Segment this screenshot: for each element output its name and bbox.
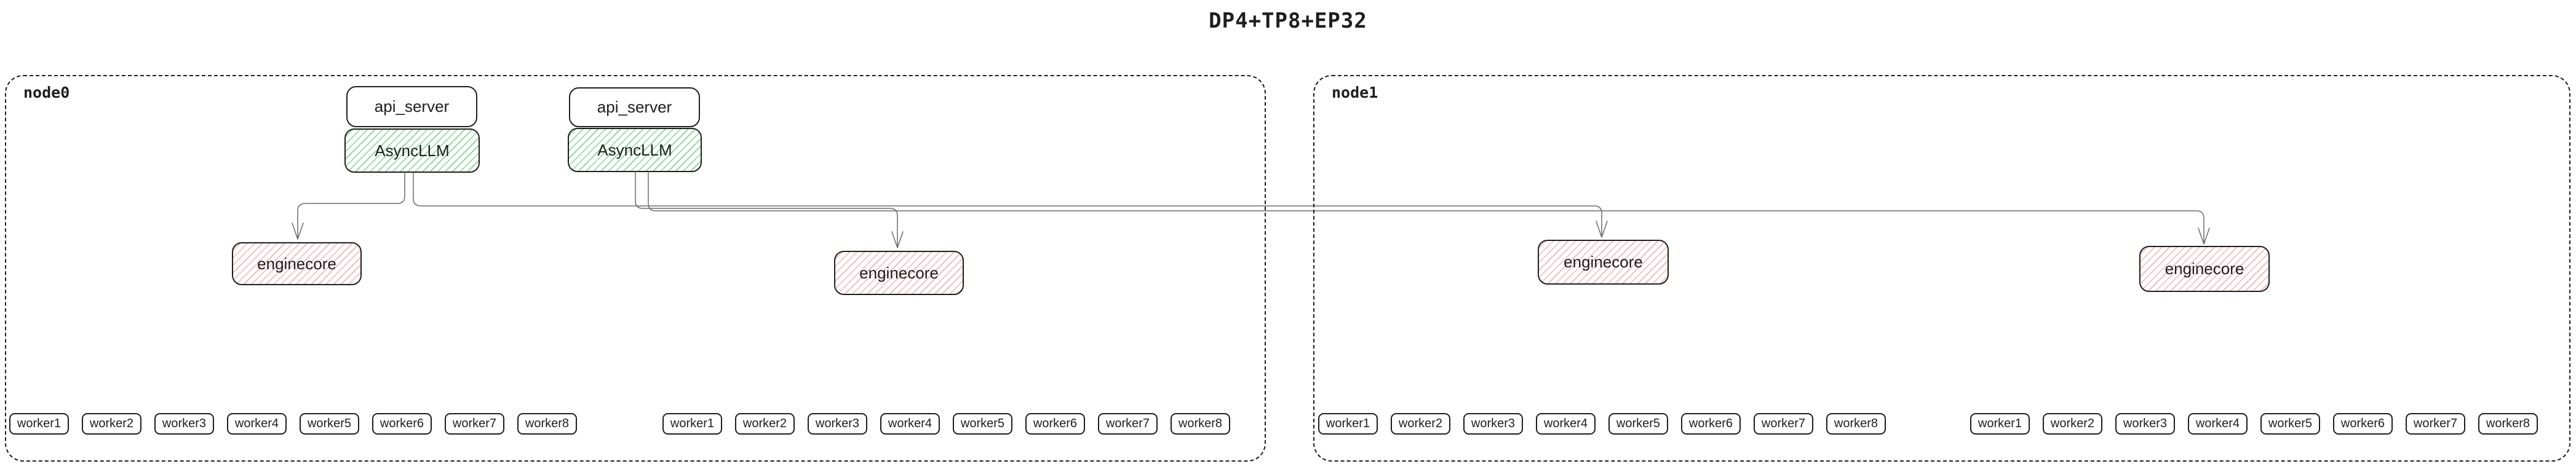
- node1-frame: [1313, 75, 2570, 462]
- node0-frame: [5, 75, 1266, 462]
- worker-group-node0-1: worker1 worker2 worker3 worker4 worker5 …: [9, 413, 577, 435]
- enginecore-box-4: enginecore: [2139, 246, 2270, 292]
- worker-box: worker3: [2115, 413, 2175, 435]
- api-server-box-1: api_server: [346, 86, 477, 127]
- worker-box: worker7: [1098, 413, 1158, 435]
- worker-box: worker7: [1754, 413, 1813, 435]
- worker-box: worker6: [1025, 413, 1085, 435]
- worker-box: worker6: [1681, 413, 1741, 435]
- asyncllm-box-1: AsyncLLM: [344, 128, 480, 173]
- worker-box: worker4: [880, 413, 940, 435]
- worker-box: worker8: [1171, 413, 1230, 435]
- worker-box: worker4: [2188, 413, 2248, 435]
- worker-box: worker5: [300, 413, 359, 435]
- worker-box: worker7: [445, 413, 504, 435]
- worker-box: worker5: [1608, 413, 1668, 435]
- diagram-title: DP4+TP8+EP32: [1209, 9, 1367, 33]
- worker-box: worker4: [1536, 413, 1596, 435]
- worker-box: worker8: [1826, 413, 1886, 435]
- worker-box: worker8: [517, 413, 577, 435]
- worker-box: worker8: [2478, 413, 2538, 435]
- asyncllm-box-2: AsyncLLM: [568, 128, 702, 172]
- worker-box: worker6: [2333, 413, 2393, 435]
- worker-box: worker7: [2406, 413, 2465, 435]
- worker-box: worker1: [9, 413, 69, 435]
- worker-box: worker1: [1318, 413, 1378, 435]
- worker-box: worker2: [735, 413, 795, 435]
- worker-group-node1-2: worker1 worker2 worker3 worker4 worker5 …: [1970, 413, 2538, 435]
- enginecore-box-2: enginecore: [834, 251, 964, 295]
- worker-group-node0-2: worker1 worker2 worker3 worker4 worker5 …: [662, 413, 1230, 435]
- worker-box: worker2: [82, 413, 141, 435]
- worker-box: worker4: [227, 413, 287, 435]
- enginecore-box-3: enginecore: [1538, 240, 1669, 285]
- worker-box: worker1: [662, 413, 722, 435]
- worker-box: worker3: [154, 413, 214, 435]
- worker-box: worker5: [953, 413, 1012, 435]
- enginecore-box-1: enginecore: [232, 242, 362, 285]
- worker-box: worker5: [2260, 413, 2320, 435]
- worker-box: worker3: [808, 413, 867, 435]
- node0-label: node0: [23, 84, 70, 101]
- worker-group-node1-1: worker1 worker2 worker3 worker4 worker5 …: [1318, 413, 1886, 435]
- worker-box: worker2: [2043, 413, 2102, 435]
- worker-box: worker2: [1391, 413, 1450, 435]
- worker-box: worker1: [1970, 413, 2030, 435]
- worker-box: worker6: [372, 413, 432, 435]
- node1-label: node1: [1332, 84, 1378, 101]
- worker-box: worker3: [1463, 413, 1523, 435]
- api-server-box-2: api_server: [569, 87, 700, 127]
